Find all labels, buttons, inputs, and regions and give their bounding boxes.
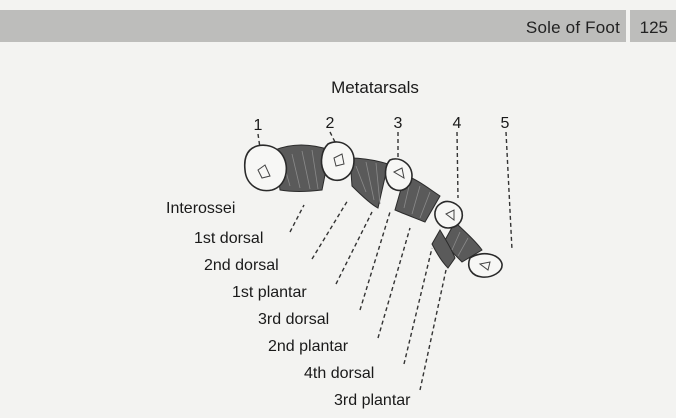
muscle-label-2nd-dorsal: 2nd dorsal xyxy=(204,257,279,274)
metatarsal-number-1: 1 xyxy=(254,117,263,134)
muscle-label-3rd-dorsal: 3rd dorsal xyxy=(258,311,329,328)
metatarsal-number-5: 5 xyxy=(501,115,510,132)
metatarsal-1 xyxy=(245,145,287,190)
group-label-interossei: Interossei xyxy=(166,200,235,217)
metatarsal-5 xyxy=(469,254,502,277)
metatarsal-number-2: 2 xyxy=(326,115,335,132)
muscle-label-1st-dorsal: 1st dorsal xyxy=(194,230,263,247)
muscle-label-3rd-plantar: 3rd plantar xyxy=(334,392,411,409)
muscle-label-4th-dorsal: 4th dorsal xyxy=(304,365,374,382)
muscle-label-leaders xyxy=(290,200,446,390)
muscle-label-1st-plantar: 1st plantar xyxy=(232,284,307,301)
muscle-label-2nd-plantar: 2nd plantar xyxy=(268,338,349,355)
figure-title: Metatarsals xyxy=(331,78,419,97)
muscle-band-2-3 xyxy=(350,158,388,208)
metatarsal-number-4: 4 xyxy=(453,115,462,132)
metatarsal-4 xyxy=(435,202,462,228)
metatarsal-number-3: 3 xyxy=(394,115,403,132)
metatarsal-2 xyxy=(322,142,355,180)
